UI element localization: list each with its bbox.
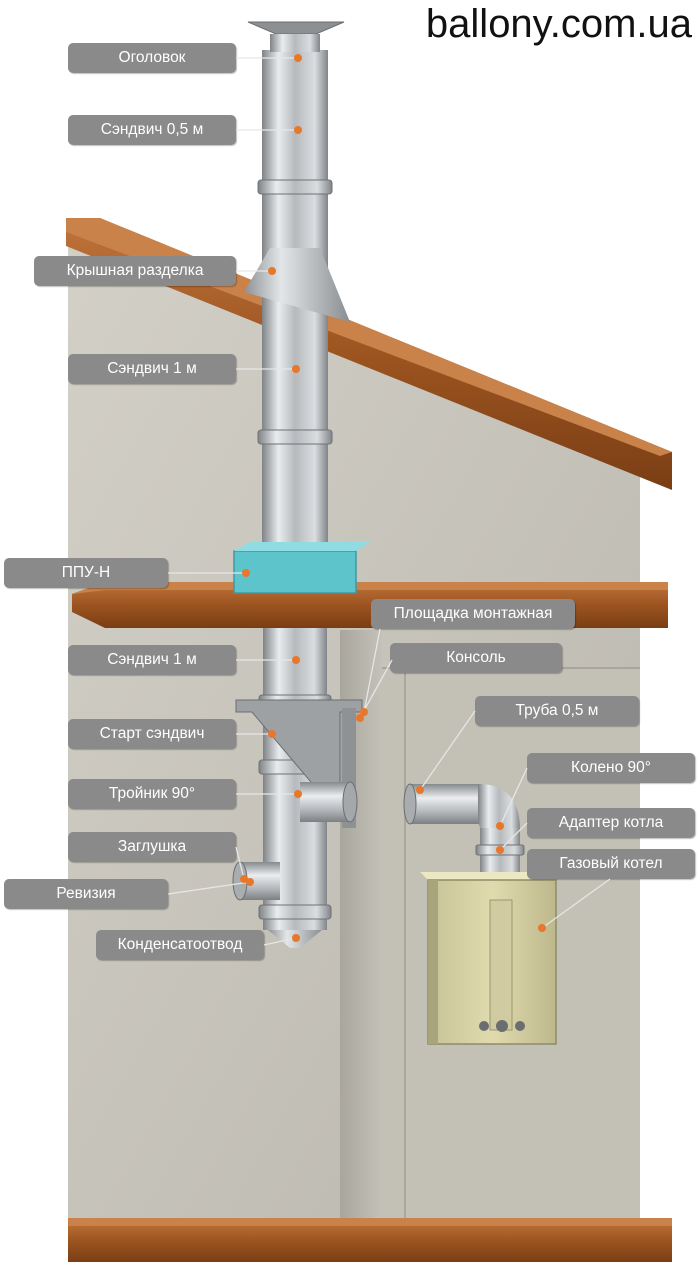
label-elbow-90: Колено 90° [527,753,695,783]
label-condensate: Конденсатоотвод [96,930,264,960]
label-cap: Оголовок [68,43,236,73]
site-watermark: ballony.com.ua [425,2,692,46]
roof-cone [244,248,350,322]
marker-gas-boiler [538,924,546,932]
label-sandwich-1-lower: Сэндвич 1 м [68,645,236,675]
label-revision: Ревизия [4,879,168,909]
label-start-sandwich: Старт сэндвич [68,719,236,749]
leader-plug [235,846,245,880]
leader-elbow-90 [499,767,528,827]
marker-elbow-90 [496,822,504,830]
label-plug: Заглушка [68,832,236,862]
marker-tee-90 [294,790,302,798]
leader-gas-boiler [541,878,611,929]
marker-platform [360,708,368,716]
leader-pipe-05 [419,710,476,791]
marker-sandwich-05 [294,126,302,134]
marker-roof-pass [268,267,276,275]
elbow [478,784,520,830]
label-sandwich-1-upper: Сэндвич 1 м [68,354,236,384]
marker-revision [246,878,254,886]
leader-condensate [263,937,297,946]
marker-plug [240,875,248,883]
label-gas-boiler: Газовый котел [527,849,695,879]
marker-cap [294,54,302,62]
label-tee-90: Тройник 90° [68,779,236,809]
pipe-upper [262,50,328,590]
leader-platform [363,628,381,713]
marker-sandwich-1-upper [292,365,300,373]
label-boiler-adapter: Адаптер котла [527,808,695,838]
marker-console [356,714,364,722]
marker-ppu [242,569,250,577]
label-sandwich-05: Сэндвич 0,5 м [68,115,236,145]
label-pipe-05: Труба 0,5 м [475,696,639,726]
label-console: Консоль [390,643,562,673]
marker-pipe-05 [416,786,424,794]
marker-start-sandwich [268,730,276,738]
leader-revision [167,881,251,895]
marker-boiler-adapter [496,846,504,854]
floor-slab [68,1220,672,1262]
tee-branch [300,782,350,822]
label-roof-pass: Крышная разделка [34,256,236,286]
leader-boiler-adapter [499,822,528,851]
marker-condensate [292,934,300,942]
marker-sandwich-1-lower [292,656,300,664]
label-platform: Площадка монтажная [371,599,575,629]
label-ppu: ППУ-Н [4,558,168,588]
